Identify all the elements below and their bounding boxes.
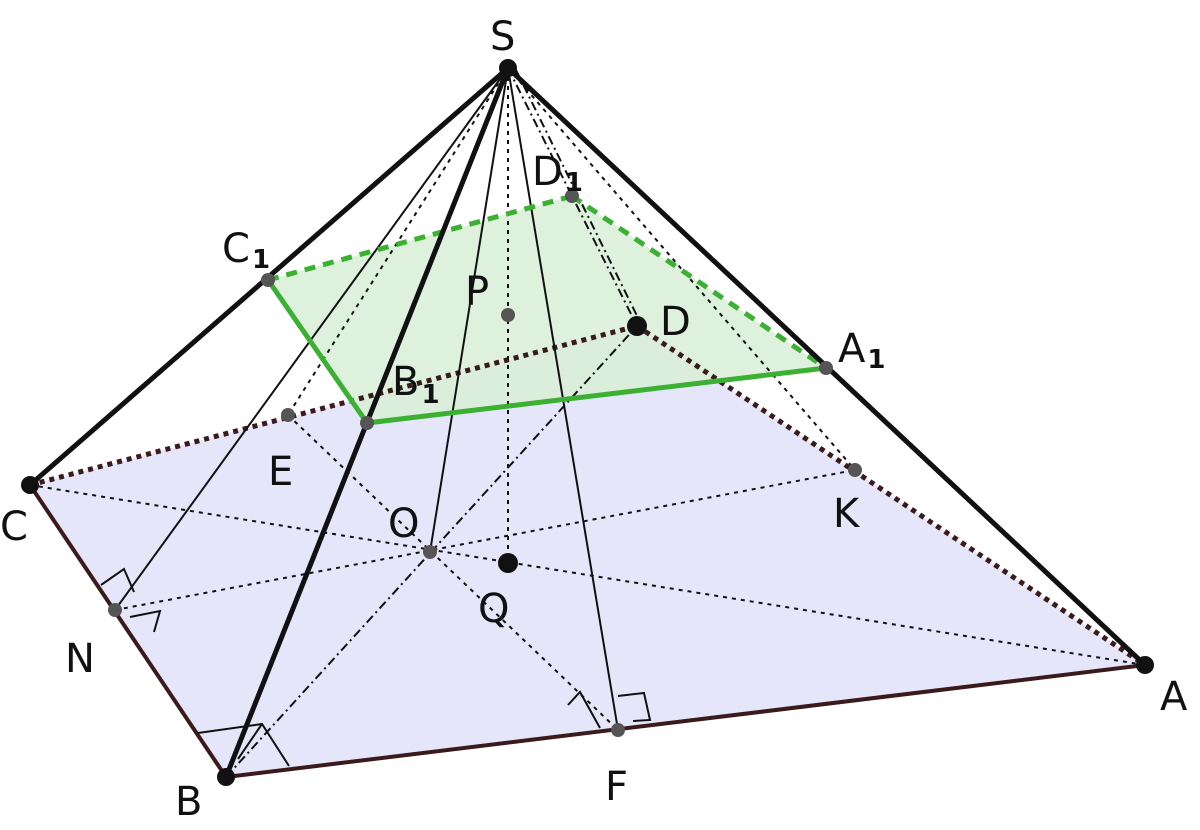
label-Q: Q [478, 586, 509, 632]
point-P [501, 308, 515, 322]
point-O [423, 545, 437, 559]
line-SE [287, 67, 509, 416]
line-EF [287, 414, 619, 731]
label-B1: B1 [392, 359, 440, 410]
label-A: A [1160, 674, 1188, 720]
label-C: C [0, 504, 28, 550]
point-Q [498, 553, 518, 573]
visible-base-edges [28, 483, 1146, 779]
label-S: S [490, 14, 515, 60]
label-F: F [605, 764, 628, 810]
right-angle-F1 [567, 690, 601, 729]
point-E [281, 408, 295, 422]
right-angle-N2 [129, 609, 162, 633]
label-E: E [268, 449, 293, 495]
right-angle-N1 [100, 567, 135, 593]
label-D1: D1 [532, 149, 583, 198]
visible-section-edges [265, 278, 827, 426]
label-A1: A1 [838, 326, 885, 375]
label-O: O [388, 501, 419, 547]
point-B [217, 768, 235, 786]
line-SK [507, 67, 856, 471]
label-P: P [465, 269, 489, 315]
point-C [21, 476, 39, 494]
edge-BA [225, 663, 1146, 779]
edge-D1A1 [570, 193, 828, 371]
point-A1 [819, 361, 833, 375]
label-N: N [65, 636, 95, 682]
line-SO [429, 67, 509, 553]
right-angle-F2 [617, 691, 652, 722]
point-F [611, 723, 625, 737]
point-C1 [261, 273, 275, 287]
labels: S A B C D Q P O E K N F A1 B1 C1 D1 [0, 14, 1188, 825]
point-D [627, 316, 647, 336]
point-A [1136, 656, 1154, 674]
label-B: B [175, 779, 202, 825]
point-D1 [565, 189, 579, 203]
section-face [268, 196, 826, 423]
edge-C1D1 [267, 193, 573, 283]
label-D: D [660, 299, 691, 345]
points [21, 59, 1154, 786]
edge-CB [28, 483, 228, 779]
point-S [499, 59, 517, 77]
right-angle-marks [100, 567, 652, 767]
edge-CD [29, 323, 638, 488]
construction-lines [29, 67, 1146, 731]
edge-B1A1 [366, 365, 827, 426]
point-B1 [360, 416, 374, 430]
label-C1: C1 [222, 226, 270, 275]
point-N [108, 603, 122, 617]
point-K [848, 463, 862, 477]
label-K: K [833, 491, 861, 537]
right-angle-B2 [237, 723, 263, 760]
edge-C1B1 [265, 278, 370, 425]
hidden-section-edges [267, 193, 828, 371]
